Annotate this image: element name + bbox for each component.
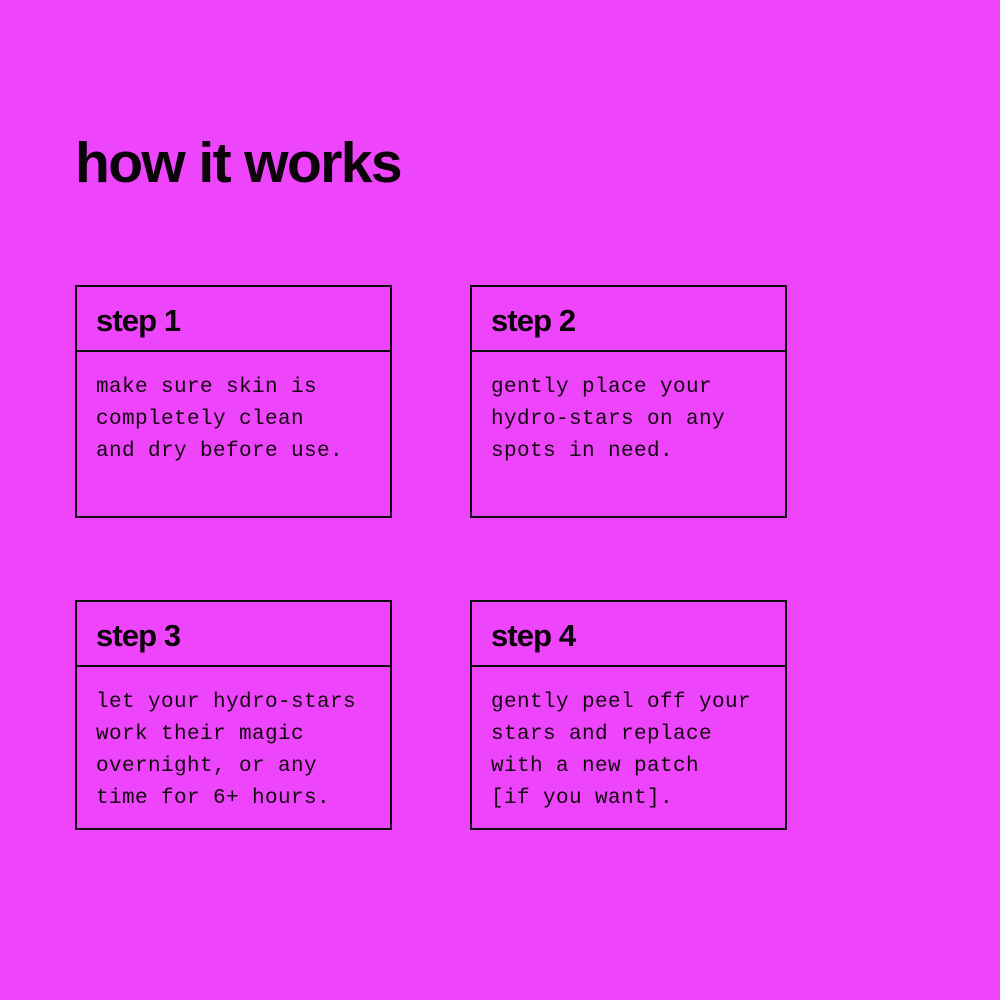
step-card-4: step 4 gently peel off your stars and re… — [470, 600, 787, 830]
step-card-2: step 2 gently place your hydro-stars on … — [470, 285, 787, 518]
step-card-4-line: gently peel off your — [491, 691, 752, 715]
step-card-2-body: gently place your hydro-stars on any spo… — [472, 352, 785, 516]
step-card-3-line: time for 6+ hours. — [96, 787, 331, 811]
step-card-4-body: gently peel off your stars and replace w… — [472, 667, 785, 828]
step-card-4-header: step 4 — [472, 602, 785, 668]
step-card-2-header: step 2 — [472, 287, 785, 353]
step-card-3-line: work their magic — [96, 723, 305, 747]
step-card-3-line: let your hydro-stars — [96, 691, 357, 715]
step-card-1-line: make sure skin is — [96, 376, 318, 400]
step-card-1-title: step 1 — [96, 303, 181, 338]
step-card-2-line: gently place your — [491, 376, 713, 400]
step-card-3-title: step 3 — [96, 618, 181, 653]
step-card-3-line: overnight, or any — [96, 755, 318, 779]
step-card-4-line: [if you want]. — [491, 787, 674, 811]
step-card-1-header: step 1 — [77, 287, 390, 353]
step-card-4-title: step 4 — [491, 618, 576, 653]
step-card-4-line: with a new patch — [491, 755, 700, 779]
step-card-1-body: make sure skin is completely clean and d… — [77, 352, 390, 516]
step-card-1-line: completely clean — [96, 408, 305, 432]
steps-grid: step 1 make sure skin is completely clea… — [75, 285, 787, 830]
step-card-2-line: hydro-stars on any — [491, 408, 726, 432]
step-card-3-body: let your hydro-stars work their magic ov… — [77, 667, 390, 828]
step-card-1: step 1 make sure skin is completely clea… — [75, 285, 392, 518]
step-card-3-header: step 3 — [77, 602, 390, 668]
step-card-3: step 3 let your hydro-stars work their m… — [75, 600, 392, 830]
step-card-1-line: and dry before use. — [96, 440, 344, 464]
step-card-4-line: stars and replace — [491, 723, 713, 747]
step-card-2-line: spots in need. — [491, 440, 674, 464]
step-card-2-title: step 2 — [491, 303, 576, 338]
page-title: how it works — [75, 131, 403, 196]
